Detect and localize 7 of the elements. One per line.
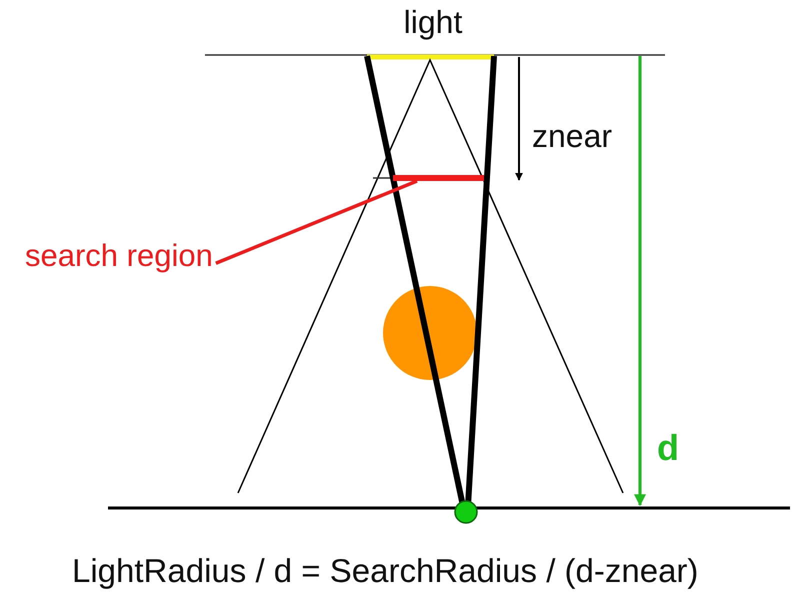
label-text: search region bbox=[25, 240, 213, 271]
distance-label: d bbox=[657, 430, 679, 466]
leader-line bbox=[215, 179, 418, 265]
light-label: light bbox=[404, 6, 462, 38]
formula-text: LightRadius / d = SearchRadius / (d-znear) bbox=[72, 554, 698, 587]
search-region-bar bbox=[393, 175, 484, 181]
znear-label: znear bbox=[532, 120, 612, 152]
